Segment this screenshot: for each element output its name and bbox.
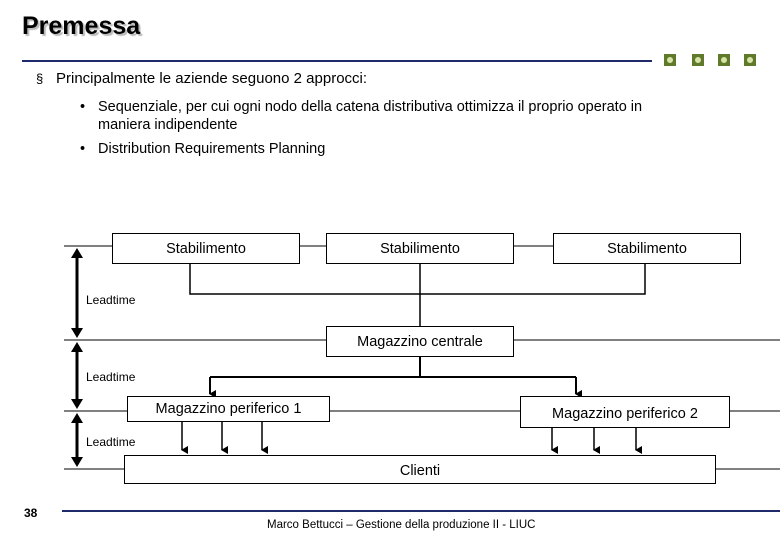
- leadtime-arrows: [71, 248, 83, 467]
- leadtime-label: Leadtime: [86, 435, 136, 449]
- slide-title: Premessa: [22, 12, 141, 40]
- customers-box: Clienti: [124, 455, 716, 484]
- leaf-icon: [744, 54, 756, 66]
- sub-bullet-marker: •: [80, 141, 86, 157]
- plant-label: Stabilimento: [607, 241, 687, 257]
- peripheral-warehouse-label: Magazzino periferico 1: [155, 401, 302, 417]
- sub-bullet-text: Sequenziale, per cui ogni nodo della cat…: [98, 99, 643, 133]
- central-warehouse-box: Magazzino centrale: [326, 326, 514, 357]
- decorative-icons: [664, 52, 764, 68]
- plant-label: Stabilimento: [166, 241, 246, 257]
- footer-divider: [62, 510, 780, 512]
- leaf-icon: [718, 54, 730, 66]
- bullet-marker: §: [36, 71, 44, 86]
- plant-label: Stabilimento: [380, 241, 460, 257]
- peripheral-warehouse-box: Magazzino periferico 2: [520, 396, 730, 428]
- footer-text: Marco Bettucci – Gestione della produzio…: [267, 519, 536, 531]
- leadtime-label: Leadtime: [86, 293, 136, 307]
- leadtime-label: Leadtime: [86, 370, 136, 384]
- plant-box: Stabilimento: [112, 233, 300, 264]
- sub-bullet-marker: •: [80, 99, 86, 115]
- main-bullet-text: Principalmente le aziende seguono 2 appr…: [56, 70, 368, 87]
- title-divider: [22, 60, 652, 62]
- plant-box: Stabilimento: [326, 233, 514, 264]
- leaf-icon: [664, 54, 676, 66]
- peripheral-warehouse-label: Magazzino periferico 2: [552, 406, 698, 422]
- plant-connectors: [189, 264, 646, 326]
- central-connectors: [209, 357, 582, 398]
- central-warehouse-label: Magazzino centrale: [357, 334, 483, 350]
- page-number: 38: [24, 506, 38, 520]
- plant-box: Stabilimento: [553, 233, 741, 264]
- main-bullet: § Principalmente le aziende seguono 2 app…: [36, 70, 367, 87]
- customers-label: Clienti: [399, 463, 441, 479]
- client-arrows: [181, 422, 642, 454]
- leaf-icon: [692, 54, 704, 66]
- peripheral-warehouse-box: Magazzino periferico 1: [127, 396, 330, 422]
- sub-bullet-text: Distribution Requirements Planning: [98, 141, 326, 157]
